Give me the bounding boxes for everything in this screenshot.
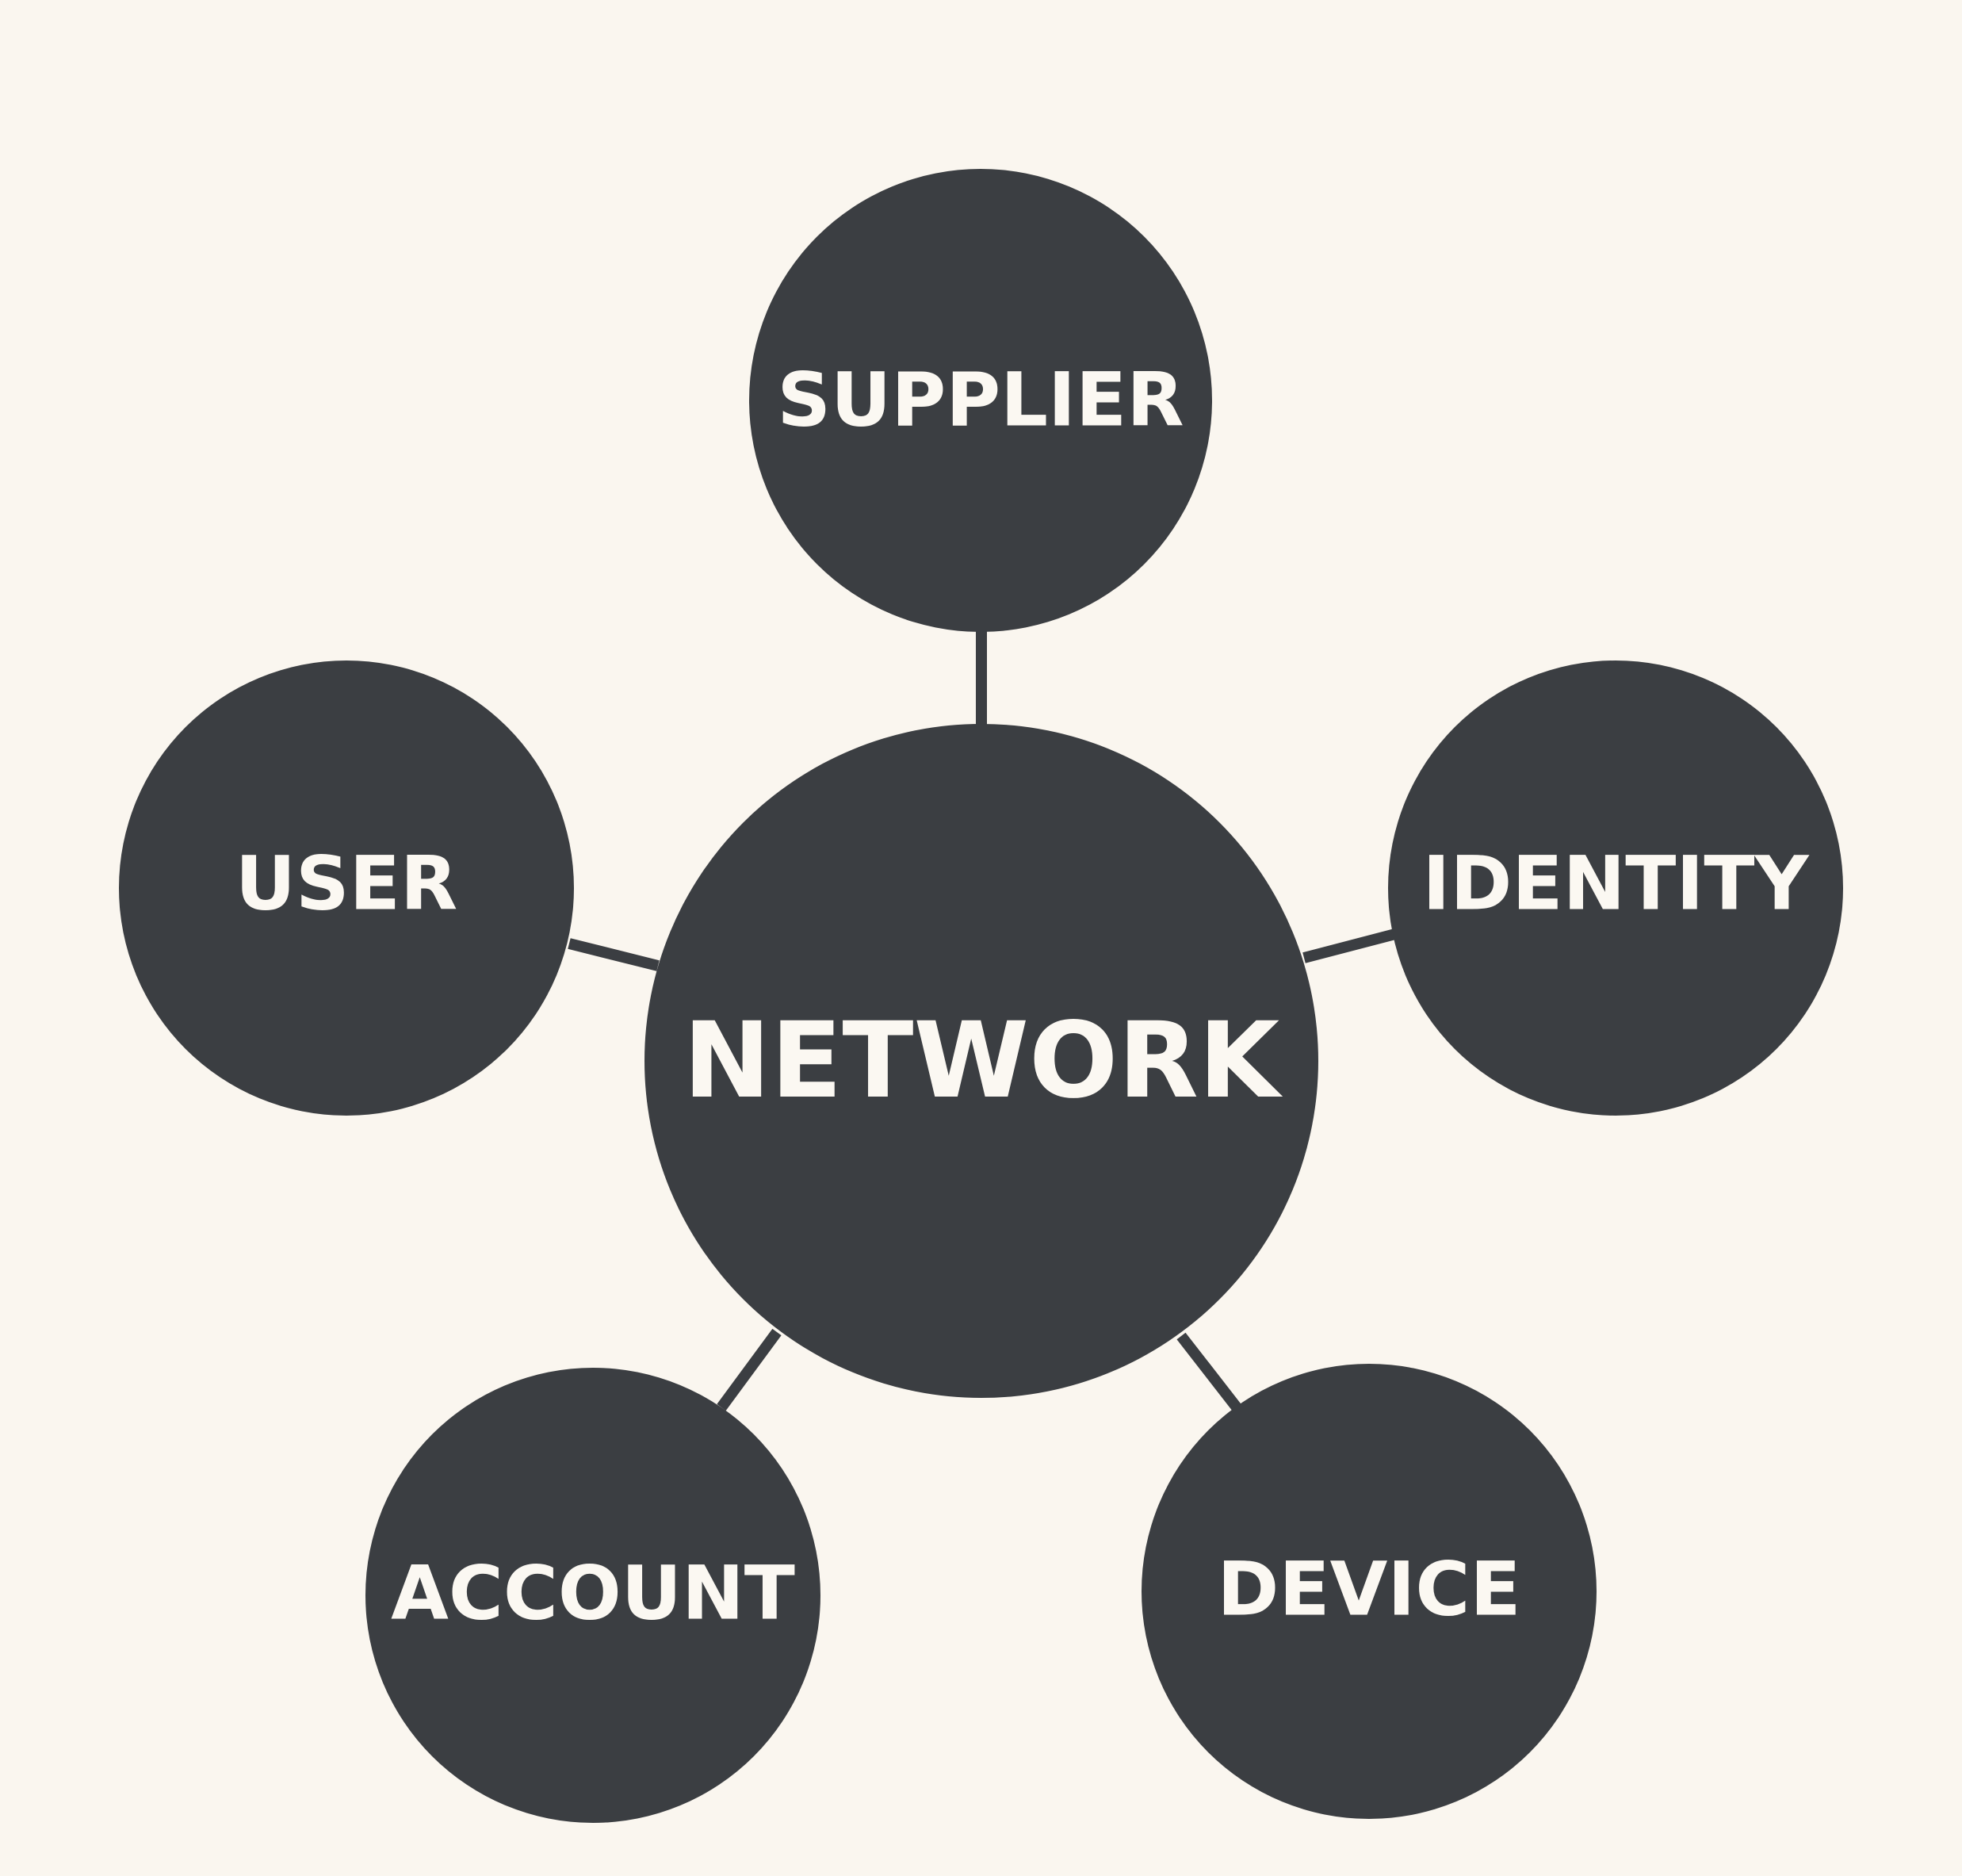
node-supplier-label: SUPPLIER	[777, 358, 1184, 444]
node-device: DEVICE	[1142, 1364, 1597, 1819]
edge-user	[568, 938, 660, 971]
edge-device	[1176, 1332, 1241, 1411]
node-identity: IDENTITY	[1388, 660, 1843, 1116]
edge-identity	[1302, 928, 1397, 963]
node-supplier: SUPPLIER	[749, 169, 1212, 632]
node-network-label: NETWORK	[683, 1000, 1283, 1122]
node-device-label: DEVICE	[1217, 1547, 1520, 1633]
edge-account	[717, 1328, 782, 1411]
node-account: ACCOUNT	[365, 1368, 820, 1823]
node-user-label: USER	[235, 841, 458, 928]
node-account-label: ACCOUNT	[391, 1551, 795, 1637]
node-network: NETWORK	[644, 724, 1318, 1398]
node-identity-label: IDENTITY	[1422, 841, 1809, 928]
node-user: USER	[119, 660, 574, 1116]
